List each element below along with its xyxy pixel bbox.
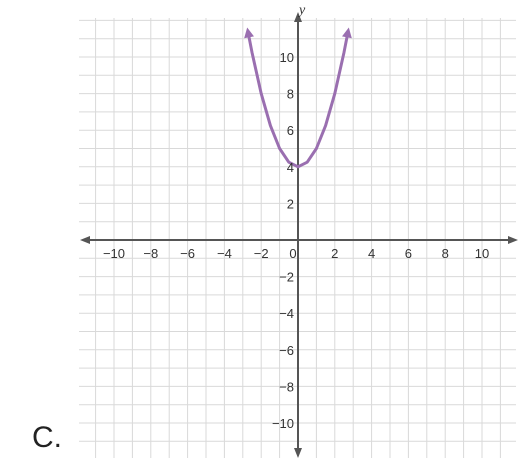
axes — [80, 12, 518, 458]
y-tick-label: −4 — [279, 306, 294, 321]
curve-point — [297, 166, 299, 168]
x-tick-label: 4 — [368, 246, 375, 261]
x-tick-label: 2 — [331, 246, 338, 261]
curve-point — [315, 147, 318, 150]
curve-point — [278, 147, 281, 150]
y-tick-label: −6 — [279, 343, 294, 358]
x-tick-label: −8 — [143, 246, 158, 261]
y-tick-label: 4 — [287, 160, 294, 175]
curve-point — [324, 124, 327, 127]
x-tick-label: −2 — [254, 246, 269, 261]
curve-point — [288, 161, 290, 164]
curve-layer — [244, 27, 352, 169]
y-tick-label: 10 — [280, 50, 294, 65]
x-tick-label: 0 — [289, 246, 296, 261]
y-axis-arrow-bottom — [294, 448, 302, 458]
tick-labels: −10 −8 −6 −4 −2 0 2 4 6 8 10 10 8 6 4 2 −2 −4 −6 −8 −10 — [103, 50, 489, 431]
x-tick-label: −6 — [180, 246, 195, 261]
x-tick-label: −4 — [217, 246, 232, 261]
y-tick-label: 2 — [287, 196, 294, 211]
curve-point — [251, 51, 253, 54]
y-axis-arrow-top — [294, 12, 302, 22]
x-tick-label: 6 — [405, 246, 412, 261]
x-tick-label: 8 — [442, 246, 449, 261]
x-tick-label: −10 — [103, 246, 125, 261]
curve-arrow-left — [244, 27, 254, 39]
choice-label: C. — [32, 421, 62, 454]
x-tick-label: 10 — [475, 246, 489, 261]
y-tick-label: −2 — [279, 270, 294, 285]
curve-point — [343, 51, 345, 54]
x-axis-arrow-left — [80, 236, 90, 244]
curve-arrow-right — [342, 27, 352, 39]
y-tick-label: 8 — [287, 87, 294, 102]
curve-point — [269, 124, 272, 127]
curve-point — [260, 92, 263, 95]
x-axis-arrow-right — [508, 236, 518, 244]
curve-point — [306, 161, 309, 164]
y-tick-label: −8 — [279, 379, 294, 394]
y-axis-label: y — [297, 3, 306, 18]
y-tick-label: −10 — [272, 416, 294, 431]
y-tick-label: 6 — [287, 123, 294, 138]
curve-point — [334, 92, 336, 95]
